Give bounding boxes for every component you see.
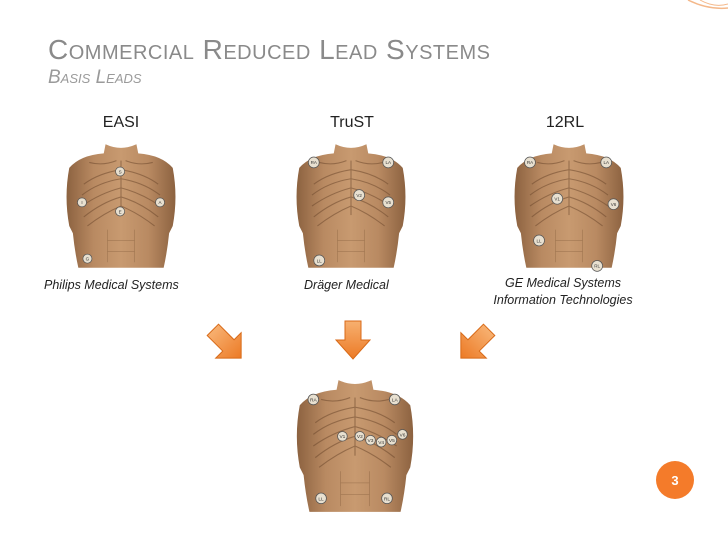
maker-ge: GE Medical Systems Information Technolog… (478, 275, 648, 309)
svg-text:G: G (86, 256, 90, 261)
electrodes-easi: S I E A G (77, 166, 165, 264)
arrow-down-right-icon (206, 323, 242, 359)
maker-ge-line1: GE Medical Systems (504, 276, 621, 290)
arrow-down-left-icon (460, 323, 496, 359)
electrodes-trust: RA LA V2 V5 LL (307, 156, 395, 267)
svg-text:V2: V2 (357, 434, 363, 440)
svg-text:RA: RA (310, 397, 317, 403)
svg-text:LA: LA (392, 397, 399, 403)
system-label-easi: EASI (102, 114, 140, 131)
svg-text:RA: RA (527, 160, 533, 165)
svg-text:LA: LA (385, 160, 391, 165)
maker-philips: Philips Medical Systems (44, 278, 179, 292)
torso-trust: RA LA V2 V5 LL (292, 138, 410, 274)
electrodes-12rl: RA LA V1 V6 LL RL (524, 156, 620, 272)
svg-text:V4: V4 (378, 440, 384, 446)
svg-text:S: S (119, 169, 122, 174)
torso-easi: S I E A G (62, 138, 180, 274)
slide-title: Commercial Reduced Lead Systems (48, 34, 491, 65)
svg-text:RA: RA (311, 160, 317, 165)
system-label-trust: TruST (330, 114, 374, 131)
slide-subtitle: Basis Leads (48, 67, 142, 88)
maker-ge-line2: Information Technologies (493, 293, 633, 307)
arrow-down-icon (335, 320, 371, 360)
system-label-12rl: 12RL (545, 114, 585, 131)
svg-text:LA: LA (603, 160, 609, 165)
svg-text:LL: LL (537, 238, 543, 243)
svg-text:V5: V5 (385, 200, 391, 205)
svg-text:V3: V3 (368, 438, 374, 444)
svg-text:V6: V6 (400, 432, 406, 438)
svg-text:A: A (159, 200, 162, 205)
svg-text:E: E (119, 209, 122, 214)
svg-text:V6: V6 (611, 202, 617, 207)
svg-text:I: I (81, 200, 82, 205)
page-number-badge: 3 (656, 461, 694, 499)
svg-text:RL: RL (384, 496, 390, 502)
svg-text:V1: V1 (339, 434, 345, 440)
torso-basis: RA LA V1 V2 V3 V4 V5 V6 LL RL (292, 372, 418, 520)
maker-drager: Dräger Medical (304, 278, 389, 292)
corner-decoration (687, 0, 728, 10)
torso-12rl: RA LA V1 V6 LL RL (510, 138, 628, 272)
svg-text:LL: LL (318, 496, 324, 502)
svg-text:LL: LL (317, 258, 323, 263)
svg-text:V2: V2 (356, 193, 362, 198)
svg-text:V5: V5 (389, 438, 395, 444)
electrodes-basis: RA LA V1 V2 V3 V4 V5 V6 LL RL (307, 393, 408, 505)
svg-text:V1: V1 (554, 197, 560, 202)
svg-text:RL: RL (594, 264, 600, 269)
